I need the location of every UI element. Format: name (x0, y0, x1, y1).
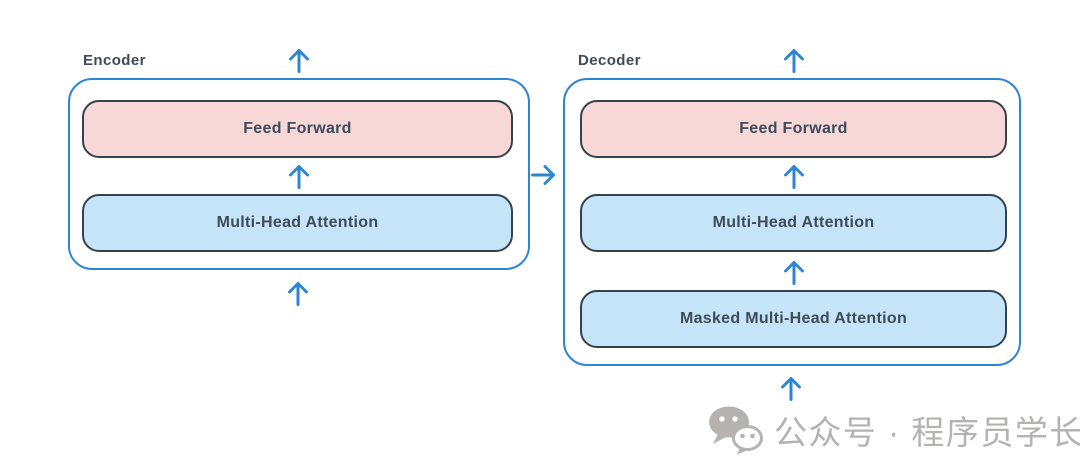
up-arrow-icon (784, 49, 804, 73)
up-arrow-icon (289, 49, 309, 73)
up-arrow-icon (784, 261, 804, 285)
encoder-multi-head-attention-block: Multi-Head Attention (82, 194, 513, 252)
encoder-multi-head-attention-label: Multi-Head Attention (216, 214, 379, 231)
decoder-masked-multi-head-attention-label: Masked Multi-Head Attention (679, 310, 908, 327)
watermark: 公众号 · 程序员学长 (706, 404, 1080, 456)
up-arrow-icon (784, 165, 804, 189)
watermark-text: 公众号 · 程序员学长 (774, 414, 1080, 451)
encoder-label: Encoder (83, 52, 146, 69)
encoder-feed-forward-block: Feed Forward (82, 100, 513, 158)
decoder-multi-head-attention-block: Multi-Head Attention (580, 194, 1007, 252)
wechat-icon (709, 406, 763, 455)
decoder-masked-multi-head-attention-block: Masked Multi-Head Attention (580, 290, 1007, 348)
up-arrow-icon (289, 165, 309, 189)
up-arrow-icon (288, 282, 308, 306)
decoder-multi-head-attention-label: Multi-Head Attention (712, 214, 875, 231)
decoder-label: Decoder (578, 52, 641, 69)
decoder-feed-forward-block: Feed Forward (580, 100, 1007, 158)
up-arrow-icon (781, 377, 801, 401)
right-arrow-icon (531, 165, 555, 185)
decoder-feed-forward-label: Feed Forward (739, 120, 848, 137)
encoder-feed-forward-label: Feed Forward (243, 120, 352, 137)
